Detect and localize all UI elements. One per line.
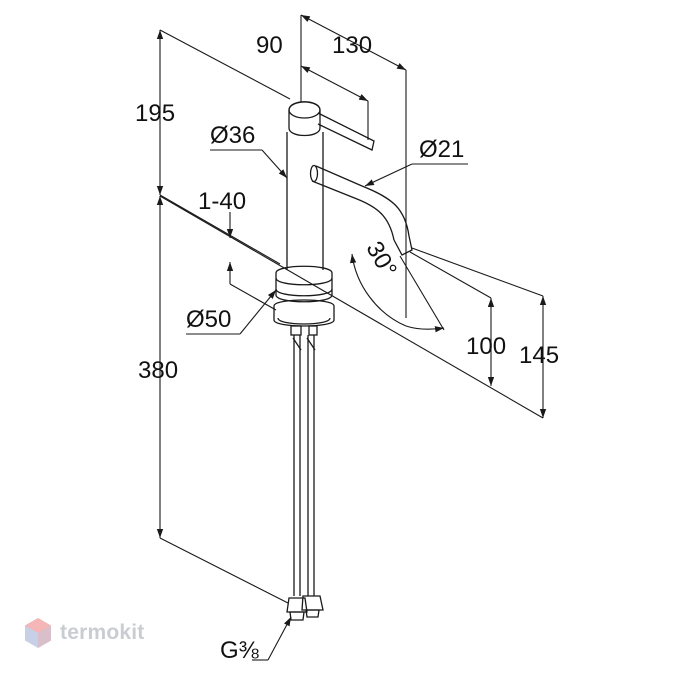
dim-label-100: 100 [466, 333, 506, 360]
dim-label-130: 130 [332, 32, 372, 59]
dim-label-380: 380 [138, 357, 178, 384]
dim-label-dia50: Ø50 [186, 306, 231, 333]
dim-label-dia21: Ø21 [419, 136, 464, 163]
dim-label-145: 145 [519, 342, 559, 369]
faucet-body [273, 101, 413, 621]
dim-label-g38: G⅜ [220, 637, 260, 664]
dim-label-1-40: 1-40 [198, 188, 246, 215]
watermark: termokit [24, 617, 144, 649]
watermark-text: termokit [60, 621, 145, 644]
dim-label-90: 90 [256, 32, 283, 59]
hexagon-logo-icon [25, 618, 51, 648]
dim-label-195: 195 [135, 100, 175, 127]
dim-label-dia36: Ø36 [210, 122, 255, 149]
dimension-lines [156, 14, 547, 661]
